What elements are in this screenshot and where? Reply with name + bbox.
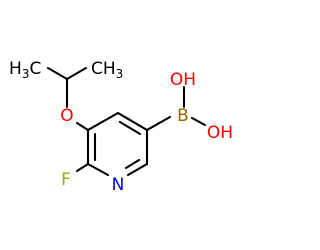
methyl-right-subscript: 3 (116, 67, 124, 81)
fluorine-label: F (61, 170, 71, 190)
methyl-right-ch: CH (91, 59, 116, 79)
oxygen-ether-label: O (60, 106, 73, 126)
chemical-structure: O B OH OH F N H3C CH3 (9, 59, 233, 195)
bond-c3-b (145, 115, 172, 132)
boron-label: B (177, 106, 189, 126)
methyl-left-subscript: 3 (22, 67, 30, 81)
methyl-left-label: H3C (9, 59, 41, 81)
bond-c6-f (75, 162, 90, 173)
nitrogen-label: N (112, 175, 125, 195)
methyl-left-c: C (29, 59, 41, 79)
bond-ch-ch3-right (65, 66, 88, 81)
methyl-right-label: CH3 (91, 59, 123, 81)
bond-ch-ch3-left (46, 66, 69, 81)
methyl-left-h: H (9, 59, 22, 79)
hydroxyl-lower-label: OH (207, 123, 233, 143)
hydroxyl-upper-label: OH (170, 70, 196, 90)
bond-n-c6 (86, 162, 110, 177)
bond-c5-c4 (86, 111, 120, 132)
bond-c2-n (126, 162, 149, 177)
bond-c5-o (75, 121, 90, 132)
bond-b-oh-lower (190, 116, 207, 127)
bond-c4-c3 (116, 111, 149, 132)
bond-c2-n-inner (124, 158, 141, 170)
bond-c4-c3-inner (118, 120, 142, 136)
